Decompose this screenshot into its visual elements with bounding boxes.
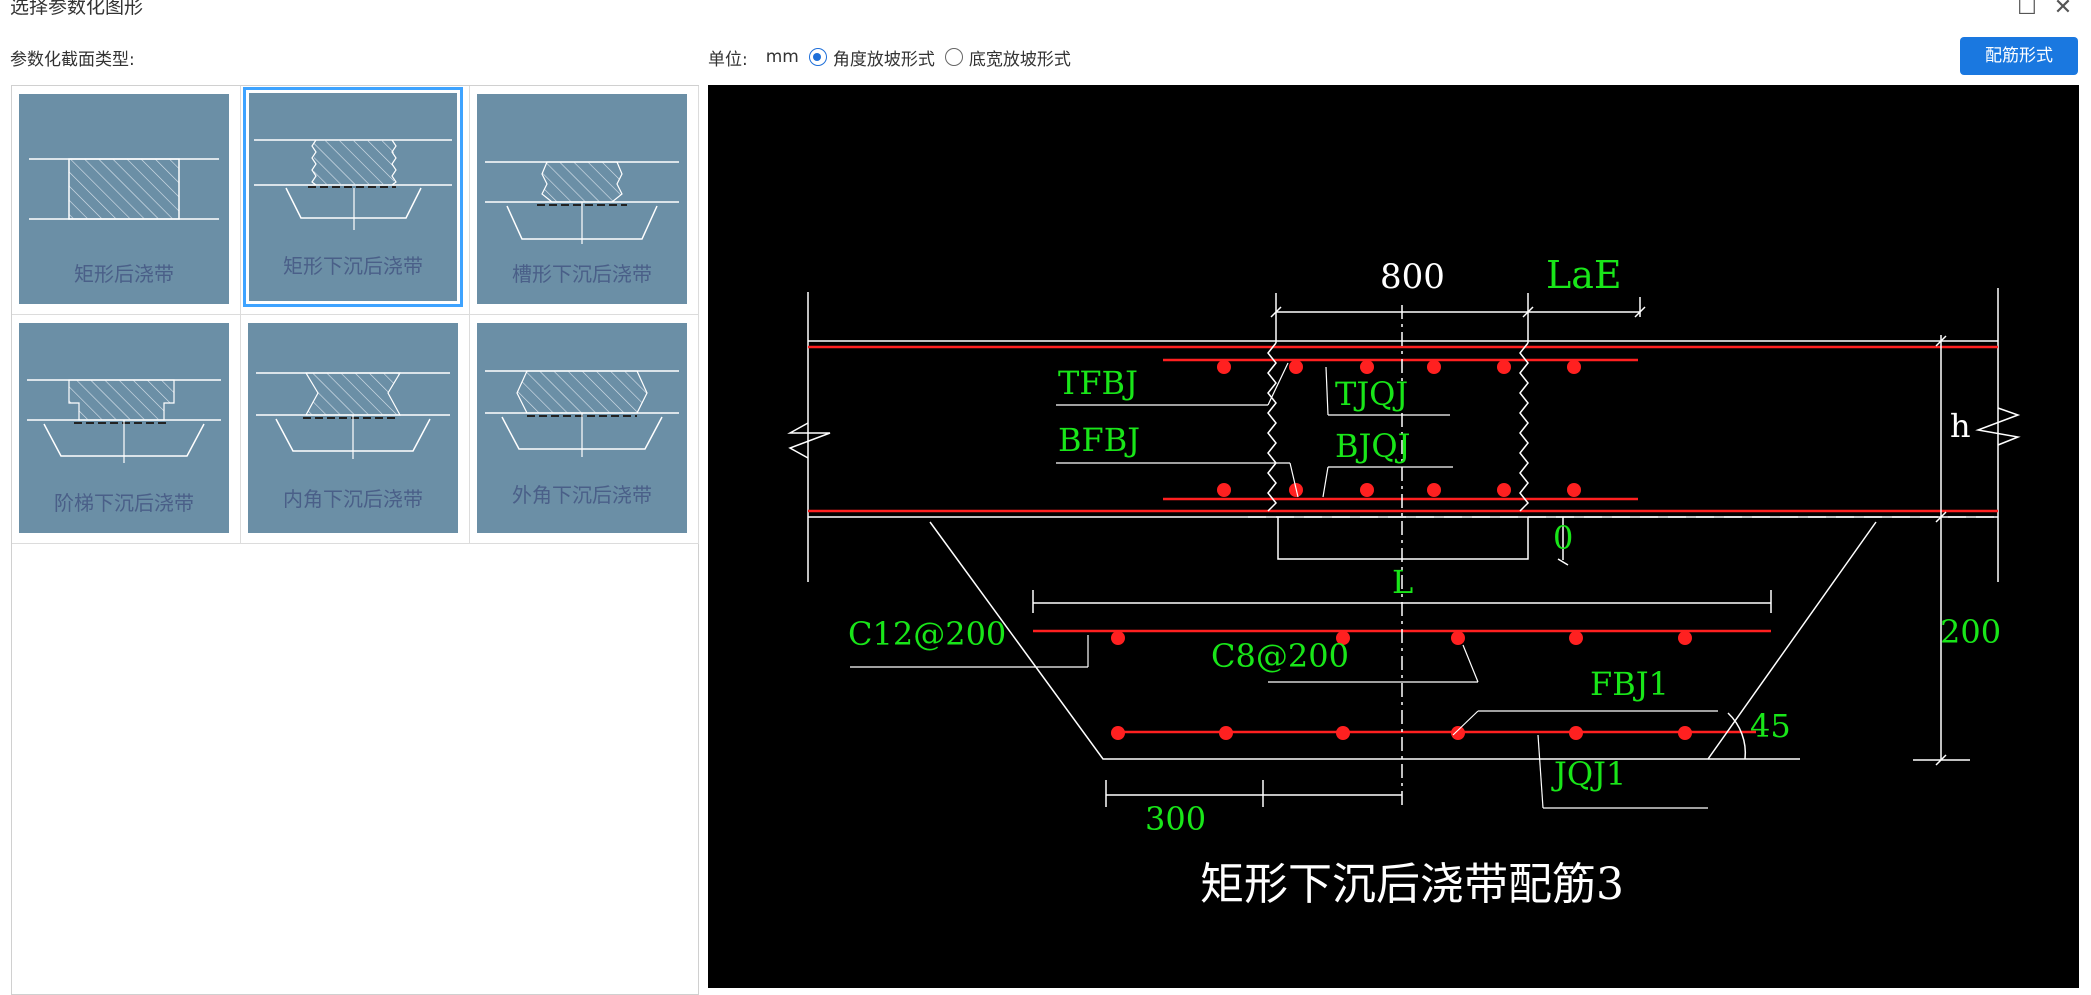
maximize-icon[interactable]: ☐ [2017,0,2037,20]
c12-label: C12@200 [848,615,1007,653]
dim-300-label: 300 [1145,800,1207,838]
section-type-grid: 矩形后浇带 [12,86,700,546]
section-item-label: 矩形后浇带 [74,262,174,286]
toolbar: 单位: mm 角度放坡形式 底宽放坡形式 [708,43,1081,71]
radio-width-slope-label: 底宽放坡形式 [968,49,1071,70]
zero-label: 0 [1553,519,1574,557]
section-item-rect[interactable]: 矩形后浇带 [12,86,241,315]
lae-label: LaE [1546,253,1622,297]
unit-value: mm [765,47,799,67]
section-item-label: 阶梯下沉后浇带 [54,491,194,515]
section-item-label: 外角下沉后浇带 [512,483,652,507]
angle-45-label: 45 [1750,707,1791,745]
bfbj-label: BFBJ [1058,421,1141,459]
close-icon[interactable]: ✕ [2053,0,2073,20]
tfbj-label: TFBJ [1058,364,1138,402]
section-item-label: 矩形下沉后浇带 [283,254,423,278]
h-label: h [1950,407,1971,445]
outer-angle-section-preview [485,370,679,457]
rect-sunken-thumbnail: 矩形下沉后浇带 [246,90,460,304]
trough-sunken-section-preview [485,161,679,244]
rect-thumbnail: 矩形后浇带 [19,94,229,304]
radio-width-slope[interactable]: 底宽放坡形式 [944,45,1071,70]
beam-outline [787,288,2021,582]
window-title: 选择参数化图形 [10,0,144,18]
inner-angle-thumbnail: 内角下沉后浇带 [248,323,458,533]
construction-joints [1267,342,1530,512]
c8-label: C8@200 [1211,637,1349,675]
dimension-lines [929,293,1970,807]
radio-angle-slope[interactable]: 角度放坡形式 [808,45,935,70]
rect-sunken-section-preview [254,139,452,230]
outer-angle-thumbnail: 外角下沉后浇带 [477,323,687,533]
dim-200-label: 200 [1940,613,2002,651]
tjqj-label: TJQJ [1335,375,1409,413]
leader-lines [850,362,1718,809]
preview-canvas: 800 LaE TFBJ TJQJ BFBJ BJQJ h 0 L C12@20… [708,85,2079,988]
section-item-trough-sunken[interactable]: 槽形下沉后浇带 [470,86,699,315]
section-item-label: 槽形下沉后浇带 [512,262,652,286]
radio-angle-slope-label: 角度放坡形式 [832,49,935,70]
trough-sunken-thumbnail: 槽形下沉后浇带 [477,94,687,304]
drawing-title: 矩形下沉后浇带配筋3 [1200,859,1624,910]
dim-800-label: 800 [1380,257,1445,297]
radio-unchecked-icon[interactable] [944,48,963,66]
step-sunken-thumbnail: 阶梯下沉后浇带 [19,323,229,533]
section-type-label: 参数化截面类型: [10,50,135,70]
inner-angle-section-preview [256,372,450,459]
section-item-outer-angle-sunken[interactable]: 外角下沉后浇带 [470,315,699,544]
section-item-rect-sunken[interactable]: 矩形下沉后浇带 [241,86,470,315]
section-item-label: 内角下沉后浇带 [283,487,423,511]
step-sunken-section-preview [27,379,221,463]
l-label: L [1392,563,1414,601]
title-bar: 选择参数化图形 ☐ ✕ [0,0,2091,30]
rect-section-preview [29,158,219,220]
fbj1-label: FBJ1 [1590,665,1669,703]
rebar-form-button[interactable]: 配筋形式 [1960,37,2078,75]
radio-checked-icon[interactable] [808,48,827,66]
rebar-dots [1111,360,1692,740]
section-item-step-sunken[interactable]: 阶梯下沉后浇带 [12,315,241,544]
unit-label: 单位: [708,49,748,70]
section-item-inner-angle-sunken[interactable]: 内角下沉后浇带 [241,315,470,544]
section-type-list: 矩形后浇带 [11,85,699,995]
cad-section-drawing [787,288,2021,809]
bjqj-label: BJQJ [1335,427,1411,465]
jqj1-label: JQJ1 [1554,755,1627,793]
